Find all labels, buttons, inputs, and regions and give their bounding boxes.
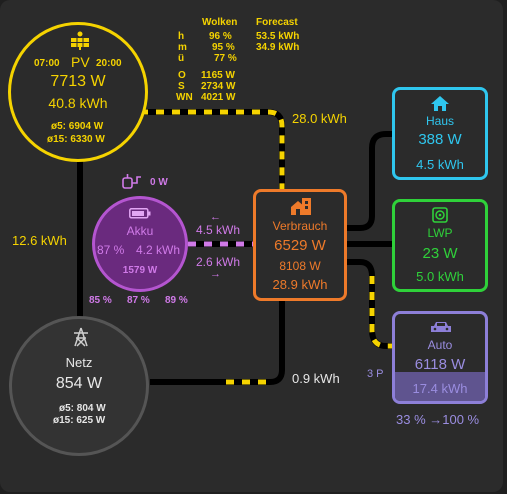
lwp-node[interactable]: LWP 23 W 5.0 kWh xyxy=(392,199,488,292)
verbrauch-power2: 8108 W xyxy=(279,259,321,273)
haus-energy: 4.5 kWh xyxy=(416,157,464,172)
solar-panel-icon xyxy=(69,31,91,51)
akku-power: 1579 W xyxy=(122,265,158,276)
heat-pump-icon xyxy=(432,207,448,223)
forecast-label: Forecast xyxy=(256,17,298,28)
verbrauch-power: 6529 W xyxy=(274,237,326,254)
row-m-wolken: 95 % xyxy=(212,42,235,53)
pv-time-end: 20:00 xyxy=(96,58,122,69)
flow-pv-verbrauch-label: 28.0 kWh xyxy=(292,111,347,126)
auto-energy: 17.4 kWh xyxy=(412,381,468,396)
pv-avg15: ø15: 6330 W xyxy=(47,134,105,145)
pv-verbrauch-flow xyxy=(140,109,285,190)
house-icon xyxy=(430,95,450,112)
verbrauch-node[interactable]: Verbrauch 6529 W 8108 W 28.9 kWh xyxy=(253,189,347,301)
power-tower-icon xyxy=(70,326,92,348)
pv-time-start: 07:00 xyxy=(34,58,60,69)
row-h-forecast: 53.5 kWh xyxy=(256,31,300,42)
o-value: 1165 W xyxy=(201,70,235,81)
netz-power: 854 W xyxy=(55,375,103,392)
row-u-key: ü xyxy=(178,53,185,64)
netz-verbrauch-line xyxy=(150,300,285,385)
battery-icon xyxy=(129,208,151,219)
verbrauch-energy: 28.9 kWh xyxy=(272,277,328,292)
car-icon xyxy=(430,321,452,334)
s-label: S xyxy=(178,81,185,92)
verbrauch-auto-flow xyxy=(369,276,394,349)
row-h-wolken: 96 % xyxy=(209,31,232,42)
akku-node[interactable]: Akku 87 % 4.2 kWh 1579 W xyxy=(92,196,188,292)
auto-soc: 33 % →100 % xyxy=(396,412,480,427)
verbrauch-auto-line xyxy=(345,259,394,349)
lwp-energy: 5.0 kWh xyxy=(416,269,464,284)
flow-akku-out-label: 4.5 kWh xyxy=(196,223,241,237)
auto-power: 6118 W xyxy=(414,356,466,373)
row-m-forecast: 34.9 kWh xyxy=(256,42,300,53)
akku-cell-1: 85 % xyxy=(89,295,112,306)
netz-avg5: ø5: 804 W xyxy=(59,403,106,414)
ev-plug-icon xyxy=(121,173,143,191)
netz-avg15: ø15: 625 W xyxy=(53,415,106,426)
haus-node[interactable]: Haus 388 W 4.5 kWh xyxy=(392,87,488,180)
auto-node[interactable]: Auto 6118 W 17.4 kWh xyxy=(392,311,488,404)
flow-akku-arrow-left: ← xyxy=(210,211,221,223)
netz-node[interactable]: Netz 854 W ø5: 804 W ø15: 625 W xyxy=(9,316,149,456)
flow-pv-netz-label: 12.6 kWh xyxy=(12,233,67,248)
auto-soc-fill xyxy=(395,372,485,401)
s-value: 2734 W xyxy=(201,81,236,92)
wn-label: WN xyxy=(176,92,193,103)
pv-energy: 40.8 kWh xyxy=(48,95,108,111)
haus-label: Haus xyxy=(425,114,454,128)
akku-label: Akku xyxy=(126,224,154,238)
pv-label: PV xyxy=(71,54,90,70)
pv-node[interactable]: 07:00 PV 20:00 7713 W 40.8 kWh ø5: 6904 … xyxy=(8,22,148,162)
lwp-label: LWP xyxy=(427,226,453,240)
home-city-icon xyxy=(290,197,312,215)
flow-akku-arrow-right: → xyxy=(210,268,221,280)
pv-power: 7713 W xyxy=(50,73,106,90)
akku-plug-value: 0 W xyxy=(150,177,168,188)
auto-label: Auto xyxy=(427,338,453,352)
auto-phases: 3 P xyxy=(367,368,384,380)
row-m-key: m xyxy=(178,42,187,53)
flow-akku-in-label: 2.6 kWh xyxy=(196,255,241,269)
verbrauch-haus-line xyxy=(345,131,394,231)
akku-energy: 4.2 kWh xyxy=(136,243,181,257)
wolken-label: Wolken xyxy=(202,17,238,28)
flow-netz-verbrauch-label: 0.9 kWh xyxy=(292,371,340,386)
o-label: O xyxy=(178,70,186,81)
haus-power: 388 W xyxy=(418,131,462,148)
akku-soc: 87 % xyxy=(97,243,125,257)
netz-label: Netz xyxy=(65,355,93,370)
row-u-wolken: 77 % xyxy=(214,53,237,64)
wn-value: 4021 W xyxy=(201,92,236,103)
row-h-key: h xyxy=(178,31,185,42)
verbrauch-label: Verbrauch xyxy=(272,219,328,233)
pv-avg5: ø5: 6904 W xyxy=(51,121,104,132)
lwp-power: 23 W xyxy=(422,245,458,262)
akku-cell-3: 89 % xyxy=(165,295,188,306)
akku-cell-2: 87 % xyxy=(127,295,150,306)
